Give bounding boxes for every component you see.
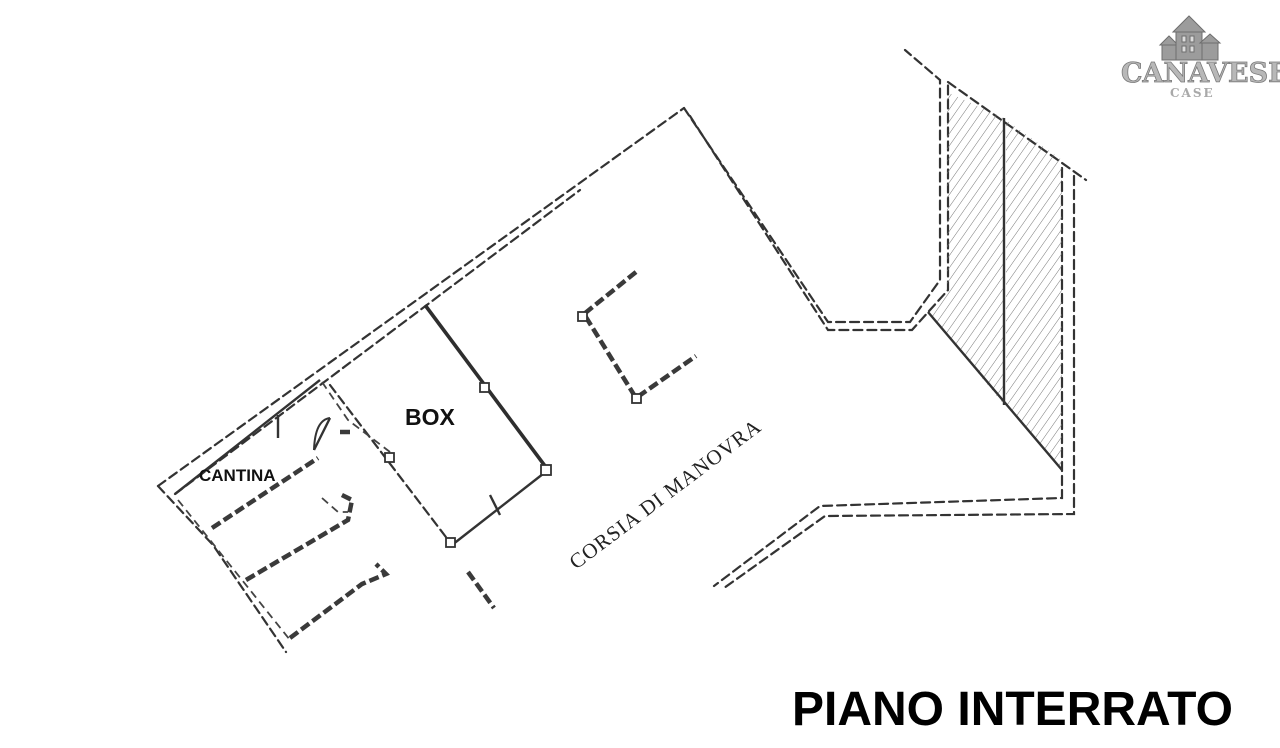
page-title: PIANO INTERRATO: [792, 683, 1233, 736]
outer-wall-north: [156, 106, 686, 654]
column-marker: [445, 537, 456, 548]
logo-tagline: CASE: [1170, 86, 1215, 100]
logo-name: CANAVESE: [1121, 58, 1280, 89]
cantina-label: CANTINA: [199, 466, 276, 485]
ramp-hatched-area: [927, 92, 1063, 471]
column-marker: [540, 464, 552, 476]
box-label: BOX: [405, 404, 456, 430]
houses-icon: [1158, 15, 1222, 61]
cantina-area: [174, 379, 496, 640]
box-enclosure: [321, 303, 552, 548]
column-marker: [384, 452, 395, 463]
column-marker: [631, 393, 642, 404]
canavese-logo: CANAVESE CASE: [1121, 15, 1280, 100]
corsia-label: CORSIA DI MANOVRA: [565, 414, 766, 574]
column-marker: [577, 311, 588, 322]
column-marker: [479, 382, 490, 393]
pillar-bracket: [577, 270, 698, 404]
